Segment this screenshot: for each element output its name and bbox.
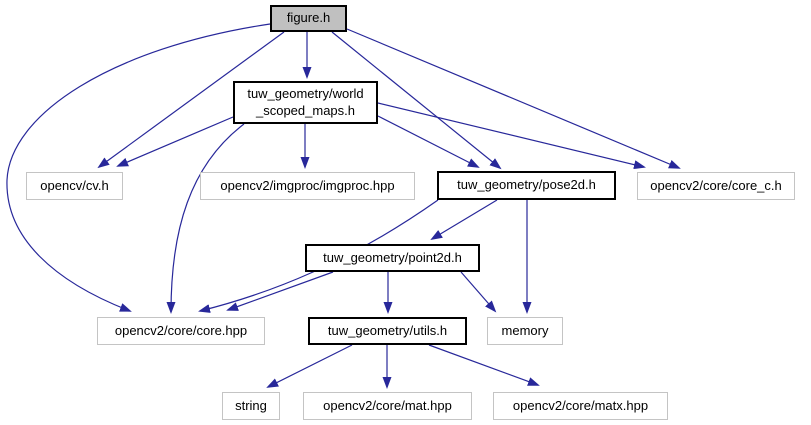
node-opencv2-core-core-c-h: opencv2/core/core_c.h [637, 172, 795, 200]
node-opencv2-core-mat-hpp: opencv2/core/mat.hpp [303, 392, 472, 420]
node-tuw-geometry-utils-h[interactable]: tuw_geometry/utils.h [308, 317, 467, 345]
edge-world-scoped-maps-to-pose2d [377, 115, 480, 168]
edge-figure-to-pose2d [331, 31, 502, 170]
edge-figure-to-cv [97, 31, 285, 169]
edge-pose2d-to-point2d [430, 199, 498, 241]
edge-point2d-to-core-hpp [226, 271, 334, 311]
node-string: string [222, 392, 280, 420]
edge-utils-to-string [266, 344, 353, 388]
edge-world-scoped-maps-to-cv [116, 116, 234, 167]
node-tuw-geometry-pose2d-h[interactable]: tuw_geometry/pose2d.h [437, 171, 616, 200]
edge-utils-to-matx-hpp [428, 344, 540, 386]
node-opencv2-core-core-hpp: opencv2/core/core.hpp [97, 317, 265, 345]
node-memory: memory [487, 317, 563, 345]
node-opencv-cv-h: opencv/cv.h [26, 172, 123, 200]
node-tuw-geometry-world-scoped-maps-h[interactable]: tuw_geometry/world _scoped_maps.h [233, 81, 378, 124]
node-opencv2-core-matx-hpp: opencv2/core/matx.hpp [493, 392, 668, 420]
edge-world-scoped-maps-to-core-c [377, 102, 646, 170]
node-opencv2-imgproc-imgproc-hpp: opencv2/imgproc/imgproc.hpp [200, 172, 415, 200]
edge-world-scoped-maps-to-core-hpp [166, 123, 245, 314]
edge-figure-to-core-hpp [6, 23, 271, 312]
edge-point2d-to-memory [460, 271, 497, 313]
node-tuw-geometry-point2d-h[interactable]: tuw_geometry/point2d.h [305, 244, 480, 272]
edge-figure-to-core-c [346, 28, 681, 169]
node-figure-h: figure.h [270, 5, 347, 32]
